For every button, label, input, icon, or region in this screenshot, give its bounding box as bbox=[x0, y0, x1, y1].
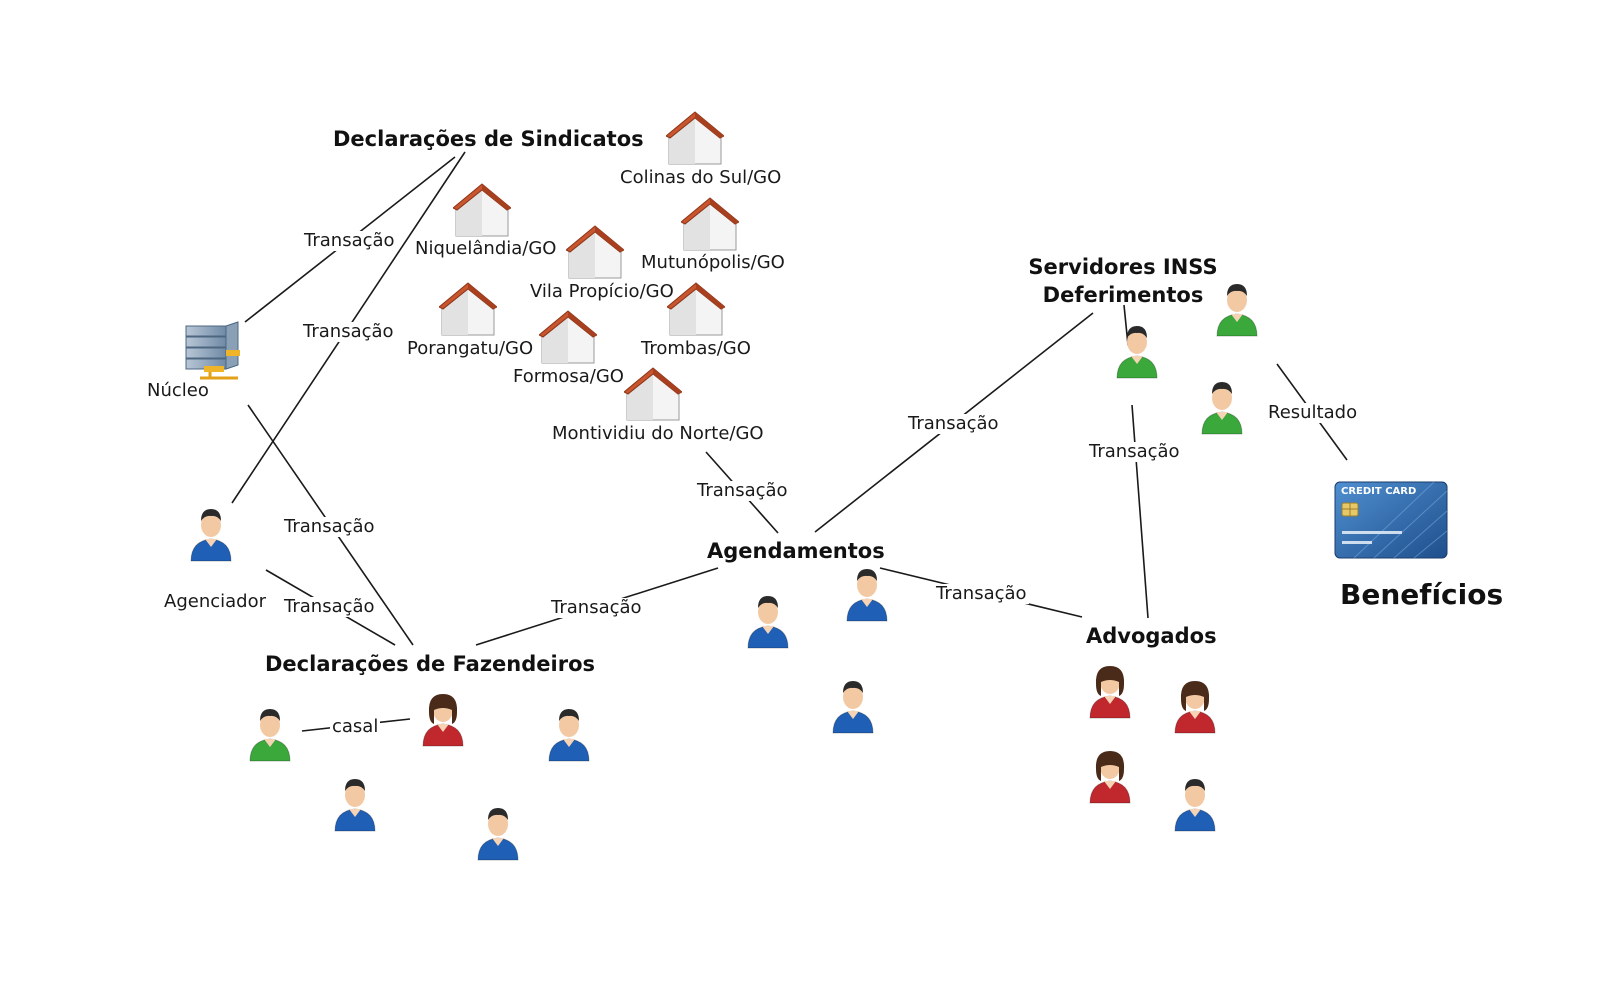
edge-label-transacao: Transação bbox=[934, 583, 1029, 604]
person-icon-advogada[interactable] bbox=[1171, 677, 1219, 735]
person-icon-servidor[interactable] bbox=[1213, 280, 1261, 338]
person-icon-advogado[interactable] bbox=[1171, 775, 1219, 833]
edge-label-transacao: Transação bbox=[282, 596, 377, 617]
person-icon-advogada[interactable] bbox=[1086, 747, 1134, 805]
city-label-mutunopolis: Mutunópolis/GO bbox=[641, 252, 785, 273]
house-icon-trombas[interactable] bbox=[667, 281, 725, 337]
city-label-trombas: Trombas/GO bbox=[641, 338, 751, 359]
group-title-beneficios: Benefícios bbox=[1340, 578, 1504, 611]
node-label-nucleo: Núcleo bbox=[147, 380, 209, 401]
person-icon-fazendeiro[interactable] bbox=[545, 705, 593, 763]
house-icon-niquelandia[interactable] bbox=[453, 182, 511, 238]
group-title-agendamentos: Agendamentos bbox=[707, 539, 885, 563]
edge-servidores-advogados bbox=[1131, 404, 1149, 619]
city-label-colinas: Colinas do Sul/GO bbox=[620, 167, 782, 188]
edge-label-transacao: Transação bbox=[906, 413, 1001, 434]
city-label-porangatu: Porangatu/GO bbox=[407, 338, 534, 359]
edge-label-transacao: Transação bbox=[1087, 441, 1182, 462]
edge-label-transacao: Transação bbox=[302, 230, 397, 251]
person-icon-servidor[interactable] bbox=[1113, 322, 1161, 380]
group-title-servidores-line1: Servidores INSS bbox=[1028, 255, 1218, 279]
server-icon[interactable] bbox=[180, 320, 244, 382]
house-icon-formosa[interactable] bbox=[539, 309, 597, 365]
node-label-agenciador: Agenciador bbox=[164, 591, 266, 612]
edge-label-resultado: Resultado bbox=[1266, 402, 1360, 423]
city-label-vila-propicio: Vila Propício/GO bbox=[530, 281, 674, 302]
edge-label-transacao: Transação bbox=[301, 321, 396, 342]
group-title-sindicatos: Declarações de Sindicatos bbox=[333, 127, 644, 151]
group-title-fazendeiros: Declarações de Fazendeiros bbox=[265, 652, 595, 676]
card-caption: CREDIT CARD bbox=[1341, 486, 1416, 497]
group-title-servidores: Servidores INSS Deferimentos bbox=[1028, 253, 1218, 310]
edge-label-transacao: Transação bbox=[282, 516, 377, 537]
person-icon-agendamento[interactable] bbox=[744, 592, 792, 650]
group-title-servidores-line2: Deferimentos bbox=[1042, 283, 1204, 308]
edge-label-transacao: Transação bbox=[695, 480, 790, 501]
edge-servidores-inner bbox=[1123, 304, 1129, 346]
person-icon-agendamento[interactable] bbox=[843, 565, 891, 623]
person-icon-servidor[interactable] bbox=[1198, 378, 1246, 436]
credit-card-icon[interactable]: CREDIT CARD bbox=[1334, 481, 1448, 559]
person-icon-agenciador[interactable] bbox=[187, 505, 235, 563]
city-label-niquelandia: Niquelândia/GO bbox=[415, 238, 557, 259]
house-icon-montividiu[interactable] bbox=[624, 366, 682, 422]
person-icon-fazendeiro[interactable] bbox=[331, 775, 379, 833]
house-icon-porangatu[interactable] bbox=[439, 281, 497, 337]
group-title-advogados: Advogados bbox=[1086, 624, 1217, 648]
person-icon-agendamento[interactable] bbox=[829, 677, 877, 735]
edge-label-transacao: Transação bbox=[549, 597, 644, 618]
city-label-formosa: Formosa/GO bbox=[513, 366, 624, 387]
house-icon-colinas[interactable] bbox=[666, 110, 724, 166]
person-icon-fazendeiro[interactable] bbox=[474, 804, 522, 862]
city-label-montividiu: Montividiu do Norte/GO bbox=[552, 423, 764, 444]
house-icon-vila-propicio[interactable] bbox=[566, 224, 624, 280]
edge-label-casal: casal bbox=[330, 716, 381, 737]
person-icon-advogada[interactable] bbox=[1086, 662, 1134, 720]
person-icon-fazendeiro-woman[interactable] bbox=[419, 690, 467, 748]
house-icon-mutunopolis[interactable] bbox=[681, 196, 739, 252]
person-icon-fazendeiro-man[interactable] bbox=[246, 705, 294, 763]
